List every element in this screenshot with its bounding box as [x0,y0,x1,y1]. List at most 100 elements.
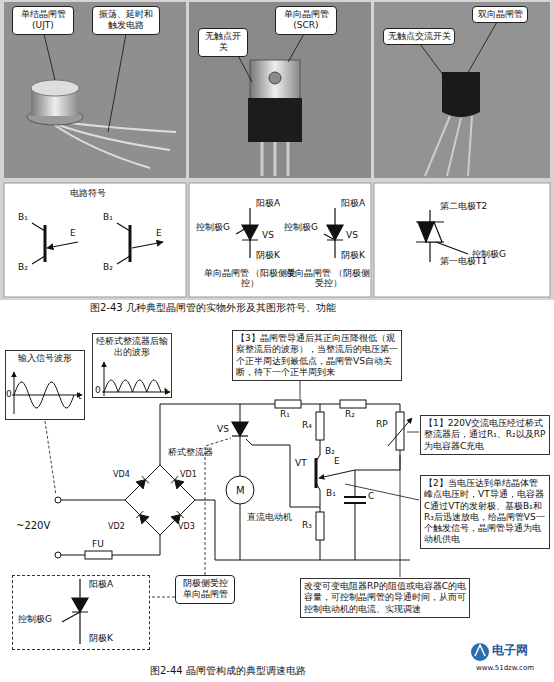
part-label: 直流电动机 [247,512,292,522]
part-label: E [70,228,76,238]
part-label: VD3 [178,522,195,531]
symbol-panel [374,183,550,297]
triac-photo [442,72,480,117]
note-box: 【3】晶闸管导通后其正向压降很低（观察整流后的波形），当整流后的电压第一个正半周… [232,330,402,381]
node-text: 无触点交流开关 [387,31,451,42]
node-text: 输入信号波形 [9,353,81,364]
part-label: B₂ [103,262,113,272]
diode-symbol [136,511,143,518]
part-label: B₂ [18,262,28,272]
watermark-logo [471,643,489,661]
leader-line [152,597,175,598]
callout-leader [44,34,55,80]
waveform [104,380,161,392]
part-label: 控制极G [284,222,318,232]
node-text: 【2】当电压达到单结晶体管峰点电压时，VT导通，电容器C通过VT的发射极、基极B… [424,478,546,546]
resistor-symbol [396,412,404,450]
watermark: www.51dzw.com [476,664,534,672]
part-label: VS [217,424,229,434]
photo-background [0,0,554,300]
part-label: M [236,485,245,497]
leader-line [407,432,419,433]
node-text: 双向晶闸管 [476,9,524,20]
part-label: ~220V [16,520,50,532]
scr-photo [250,60,300,102]
triac-photo [425,72,480,176]
part-label: 控制极G [196,222,230,232]
waveform [104,362,105,396]
waveform-box: 输入信号波形 [5,350,85,420]
waveform [12,395,82,396]
inset-scr [72,598,88,612]
callout-box: 振荡、延时和触发电路 [92,6,160,35]
part-label: t [78,391,82,401]
callout-leader [108,34,126,132]
inset-box: 阳极A控制极G阴极K [12,575,150,650]
callout-box: 无触点交流开关 [383,28,455,45]
part-label: 第一电极T1 [440,256,487,266]
callout-box: 双向晶闸管 [472,6,528,23]
photo-background [189,2,371,178]
resistor-symbol [316,412,324,440]
photo-background [4,2,186,178]
diode-symbol [177,511,184,518]
callout-box: 单向晶闸管 (SCR) [275,6,337,35]
scr-symbol [236,226,250,234]
part-label: B₂ [325,446,335,456]
scr-vs [232,435,248,436]
node-text: 经桥式整流器后输出的波形 [96,336,168,359]
circuit-wire [58,404,410,560]
node-text: 阴极侧受控单向晶闸管 [179,578,231,601]
waveform [102,392,170,393]
node-text: 单向晶闸管 (SCR) [279,9,333,32]
part-label: 阴极K [341,250,365,260]
part-label: 桥式整流器 [168,447,213,457]
motor-symbol [226,476,254,504]
node-text: 【3】晶闸管导通后其正向压降很低（观察整流后的波形），当整流后的电压第一个正半周… [236,333,398,378]
scr-symbol [236,208,343,258]
ujt-symbol [32,223,163,264]
part-label: VD4 [113,470,130,479]
inset-scr [62,579,88,644]
leader-line [45,421,231,597]
diode-symbol [142,476,149,483]
node-text: 改变可变电阻器RP的阻值或电容器C的电容量，可控制晶闸管的导通时间，从而可控制电… [304,581,466,615]
note-box: 【2】当电压达到单结晶体管峰点电压时，VT导通，电容器C通过VT的发射极、基极B… [420,475,550,549]
part-label: 单向晶闸管 （阴极侧受控） [286,268,370,289]
scr-photo [248,98,302,142]
callout-box: 无触点开关 [198,28,248,57]
part-label: 0 [6,389,12,399]
scr-symbol [324,234,335,240]
part-label: R₂ [345,409,355,419]
part-label: B₁ [103,212,113,222]
part-label: 0 [95,385,101,395]
node-text: 控制极G [18,614,52,625]
part-label: 第二电极T2 [440,201,487,211]
symbol-panel [4,183,186,297]
callout-leader [44,22,497,132]
part-label: VS [346,230,358,240]
part-label: 阳极A [256,198,280,208]
photo-background [374,2,550,178]
scr-photo [248,60,302,176]
part-label: R₃ [302,520,312,530]
triac-symbol [416,210,468,262]
scr-symbol [327,225,343,240]
waveform [14,372,15,414]
note-box: 改变可变电阻器RP的阻值或电容器C的电容量，可控制晶闸管的导通时间，从而可控制电… [300,578,470,618]
note-box: 【1】220V交流电压经过桥式整流器后，通过R₁、R₂以及RP为电容器C充电 [420,415,550,455]
figure-caption: 图2-43 几种典型晶闸管的实物外形及其图形符号、功能 [90,302,336,314]
part-label: VD2 [108,522,125,531]
ujt-vt [319,470,355,478]
scr-symbol [242,225,258,240]
callout-leader [288,34,304,62]
part-label: C [368,491,374,501]
callout-box: 单结晶闸管 (UJT) [12,6,74,35]
part-label: t [164,386,168,396]
scr-symbol [327,208,343,258]
watermark: 电子网 [492,644,528,658]
symbol-panel [4,183,550,297]
part-label: R₄ [302,420,312,430]
leader-line [45,421,56,495]
diode-symbol [136,480,145,489]
